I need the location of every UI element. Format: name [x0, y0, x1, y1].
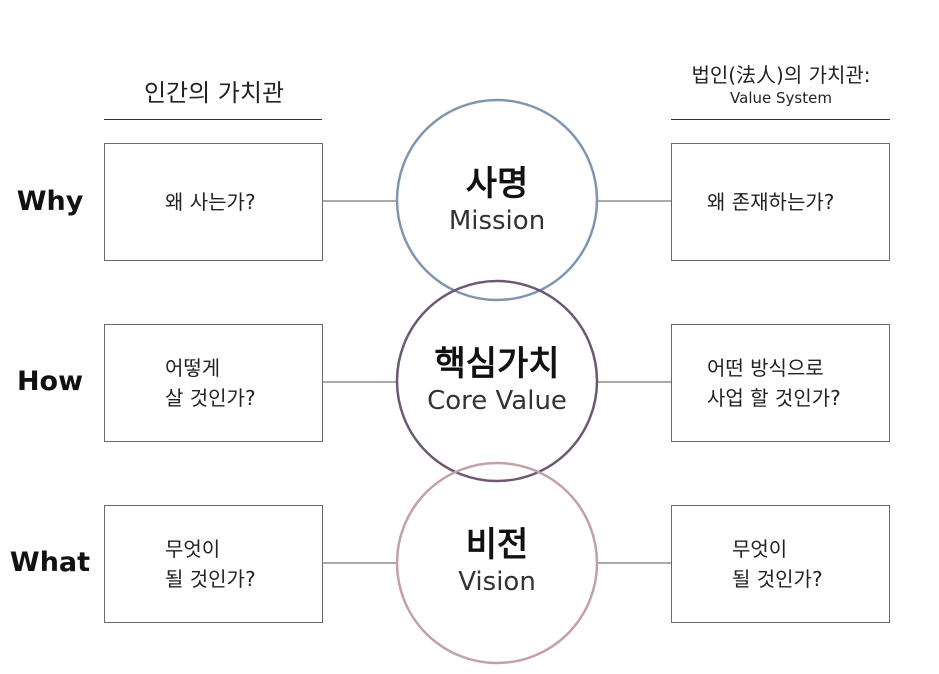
core-value-circle [395, 279, 599, 483]
row-label-what: What [9, 547, 91, 578]
corporate-values-underline [671, 119, 890, 120]
human-values-header: 인간의 가치관 [143, 79, 285, 107]
row-label-why: Why [16, 186, 84, 217]
human-why-text: 왜 사는가? [165, 190, 256, 214]
core-value-label: 핵심가치 Core Value [397, 344, 597, 418]
mission-circle [395, 98, 599, 302]
corporate-what-text: 무엇이 될 것인가? [732, 537, 823, 591]
human-values-underline [104, 119, 322, 120]
mission-title-kr: 사명 [465, 164, 529, 204]
vision-circle [395, 461, 599, 665]
corporate-how-box: 어떤 방식으로 사업 할 것인가? [671, 324, 890, 442]
human-why-box: 왜 사는가? [104, 143, 323, 261]
vision-title-en: Vision [458, 567, 536, 597]
corporate-values-title: 법인(法人)의 가치관: [691, 63, 871, 87]
mission-title-en: Mission [448, 206, 546, 236]
core-value-title-kr: 핵심가치 [434, 344, 560, 384]
corporate-values-header: 법인(法人)의 가치관: Value System [671, 62, 891, 108]
vision-title-kr: 비전 [465, 525, 529, 565]
human-how-text: 어떻게 살 것인가? [165, 356, 256, 410]
vision-label: 비전 Vision [397, 525, 597, 599]
row-label-how: How [16, 366, 84, 397]
corporate-why-box: 왜 존재하는가? [671, 143, 890, 261]
corporate-why-text: 왜 존재하는가? [707, 190, 835, 214]
corporate-values-subtitle: Value System [730, 89, 832, 107]
core-value-title-en: Core Value [427, 386, 567, 416]
mission-label: 사명 Mission [397, 164, 597, 238]
human-what-text: 무엇이 될 것인가? [165, 537, 256, 591]
corporate-how-text: 어떤 방식으로 사업 할 것인가? [707, 356, 841, 410]
corporate-what-box: 무엇이 될 것인가? [671, 505, 890, 623]
human-how-box: 어떻게 살 것인가? [104, 324, 323, 442]
human-what-box: 무엇이 될 것인가? [104, 505, 323, 623]
